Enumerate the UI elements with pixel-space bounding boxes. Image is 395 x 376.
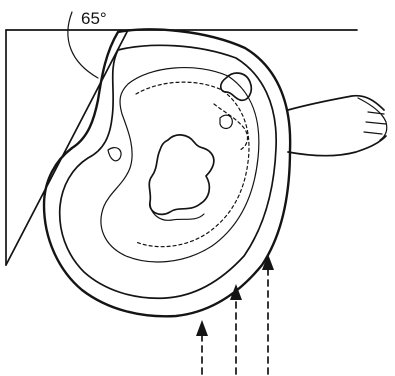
finger-line-2 xyxy=(366,122,386,124)
inner-cavity-dashed-outline xyxy=(136,82,249,247)
body-inner-contour xyxy=(60,45,276,298)
inner-anatomy xyxy=(101,68,259,262)
beam-arrow-left-head xyxy=(196,320,208,336)
angle-label: 65° xyxy=(81,9,107,28)
finger-line-3 xyxy=(364,132,382,134)
beam-arrows xyxy=(196,254,274,374)
limb-upper-edge xyxy=(288,96,384,110)
central-organ-lower-lobe xyxy=(150,202,204,220)
central-organ-outline xyxy=(149,135,214,214)
upper-right-organ xyxy=(221,73,252,100)
small-inner-loop xyxy=(220,115,232,128)
angle-reference-frame: 65° xyxy=(6,9,357,265)
finger-line-1 xyxy=(368,112,384,114)
protruding-limb xyxy=(288,96,387,156)
body-fold-notch xyxy=(108,148,121,161)
patient-body-outline xyxy=(44,29,290,316)
limb-lower-edge xyxy=(288,136,386,156)
oblique-reference-line xyxy=(6,30,128,265)
